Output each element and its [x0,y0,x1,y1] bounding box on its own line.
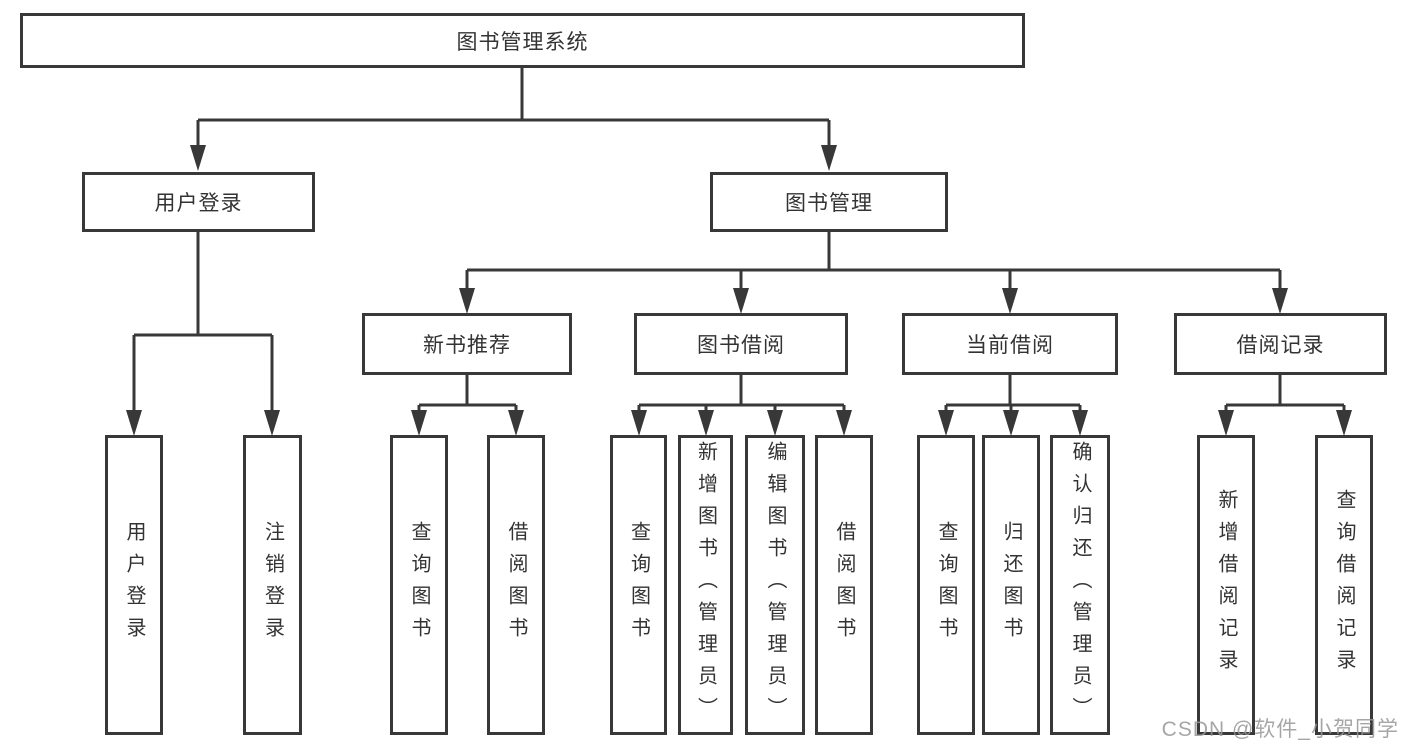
node-leaf-cb-return-label: 归还图书 [1000,521,1022,649]
node-leaf-bb-add-label: 新增图书（管理员） [694,441,717,729]
node-book-borrow-label: 图书借阅 [697,334,785,357]
node-leaf-nbr-query-label: 查询图书 [408,521,430,649]
node-leaf-bb-query: 查询图书 [610,435,667,735]
node-leaf-nbr-borrow: 借阅图书 [487,435,545,735]
node-leaf-br-add: 新增借阅记录 [1197,435,1255,735]
node-leaf-br-query: 查询借阅记录 [1315,435,1373,735]
node-borrow-records-label: 借阅记录 [1236,334,1325,357]
node-book-mgmt-branch-label: 图书管理 [785,192,873,215]
node-book-borrow: 图书借阅 [634,313,848,375]
node-leaf-cb-return: 归还图书 [982,435,1040,735]
node-borrow-records: 借阅记录 [1174,313,1387,375]
node-leaf-br-add-label: 新增借阅记录 [1215,489,1237,681]
node-user-login-branch-label: 用户登录 [154,192,243,215]
node-leaf-bb-edit: 编辑图书（管理员） [745,435,805,735]
node-leaf-nbr-borrow-label: 借阅图书 [505,521,527,649]
node-leaf-br-query-label: 查询借阅记录 [1333,489,1355,681]
node-leaf-bb-query-label: 查询图书 [627,521,650,649]
node-leaf-nbr-query: 查询图书 [390,435,448,735]
node-leaf-user-login-label: 用户登录 [123,521,145,649]
node-leaf-cb-query: 查询图书 [917,435,975,735]
node-leaf-logout: 注销登录 [243,435,302,735]
csdn-watermark: CSDN @软件_小贺同学 [1161,718,1399,741]
node-leaf-bb-borrow-label: 借阅图书 [833,521,855,649]
node-user-login-branch: 用户登录 [82,172,315,232]
node-leaf-logout-label: 注销登录 [261,521,284,649]
node-leaf-bb-edit-label: 编辑图书（管理员） [764,441,786,729]
node-book-mgmt-branch: 图书管理 [710,172,948,232]
node-leaf-user-login: 用户登录 [105,435,163,735]
node-leaf-cb-confirm: 确认归还（管理员） [1050,435,1110,735]
node-leaf-cb-query-label: 查询图书 [935,521,957,649]
node-leaf-bb-borrow: 借阅图书 [815,435,873,735]
node-new-book-rec-label: 新书推荐 [423,334,511,357]
node-new-book-rec: 新书推荐 [362,313,572,375]
node-root-label: 图书管理系统 [456,30,589,54]
node-leaf-bb-add: 新增图书（管理员） [678,435,733,735]
node-leaf-cb-confirm-label: 确认归还（管理员） [1069,441,1091,729]
node-current-borrow-label: 当前借阅 [966,334,1054,357]
node-root: 图书管理系统 [20,13,1025,68]
node-current-borrow: 当前借阅 [902,313,1118,375]
